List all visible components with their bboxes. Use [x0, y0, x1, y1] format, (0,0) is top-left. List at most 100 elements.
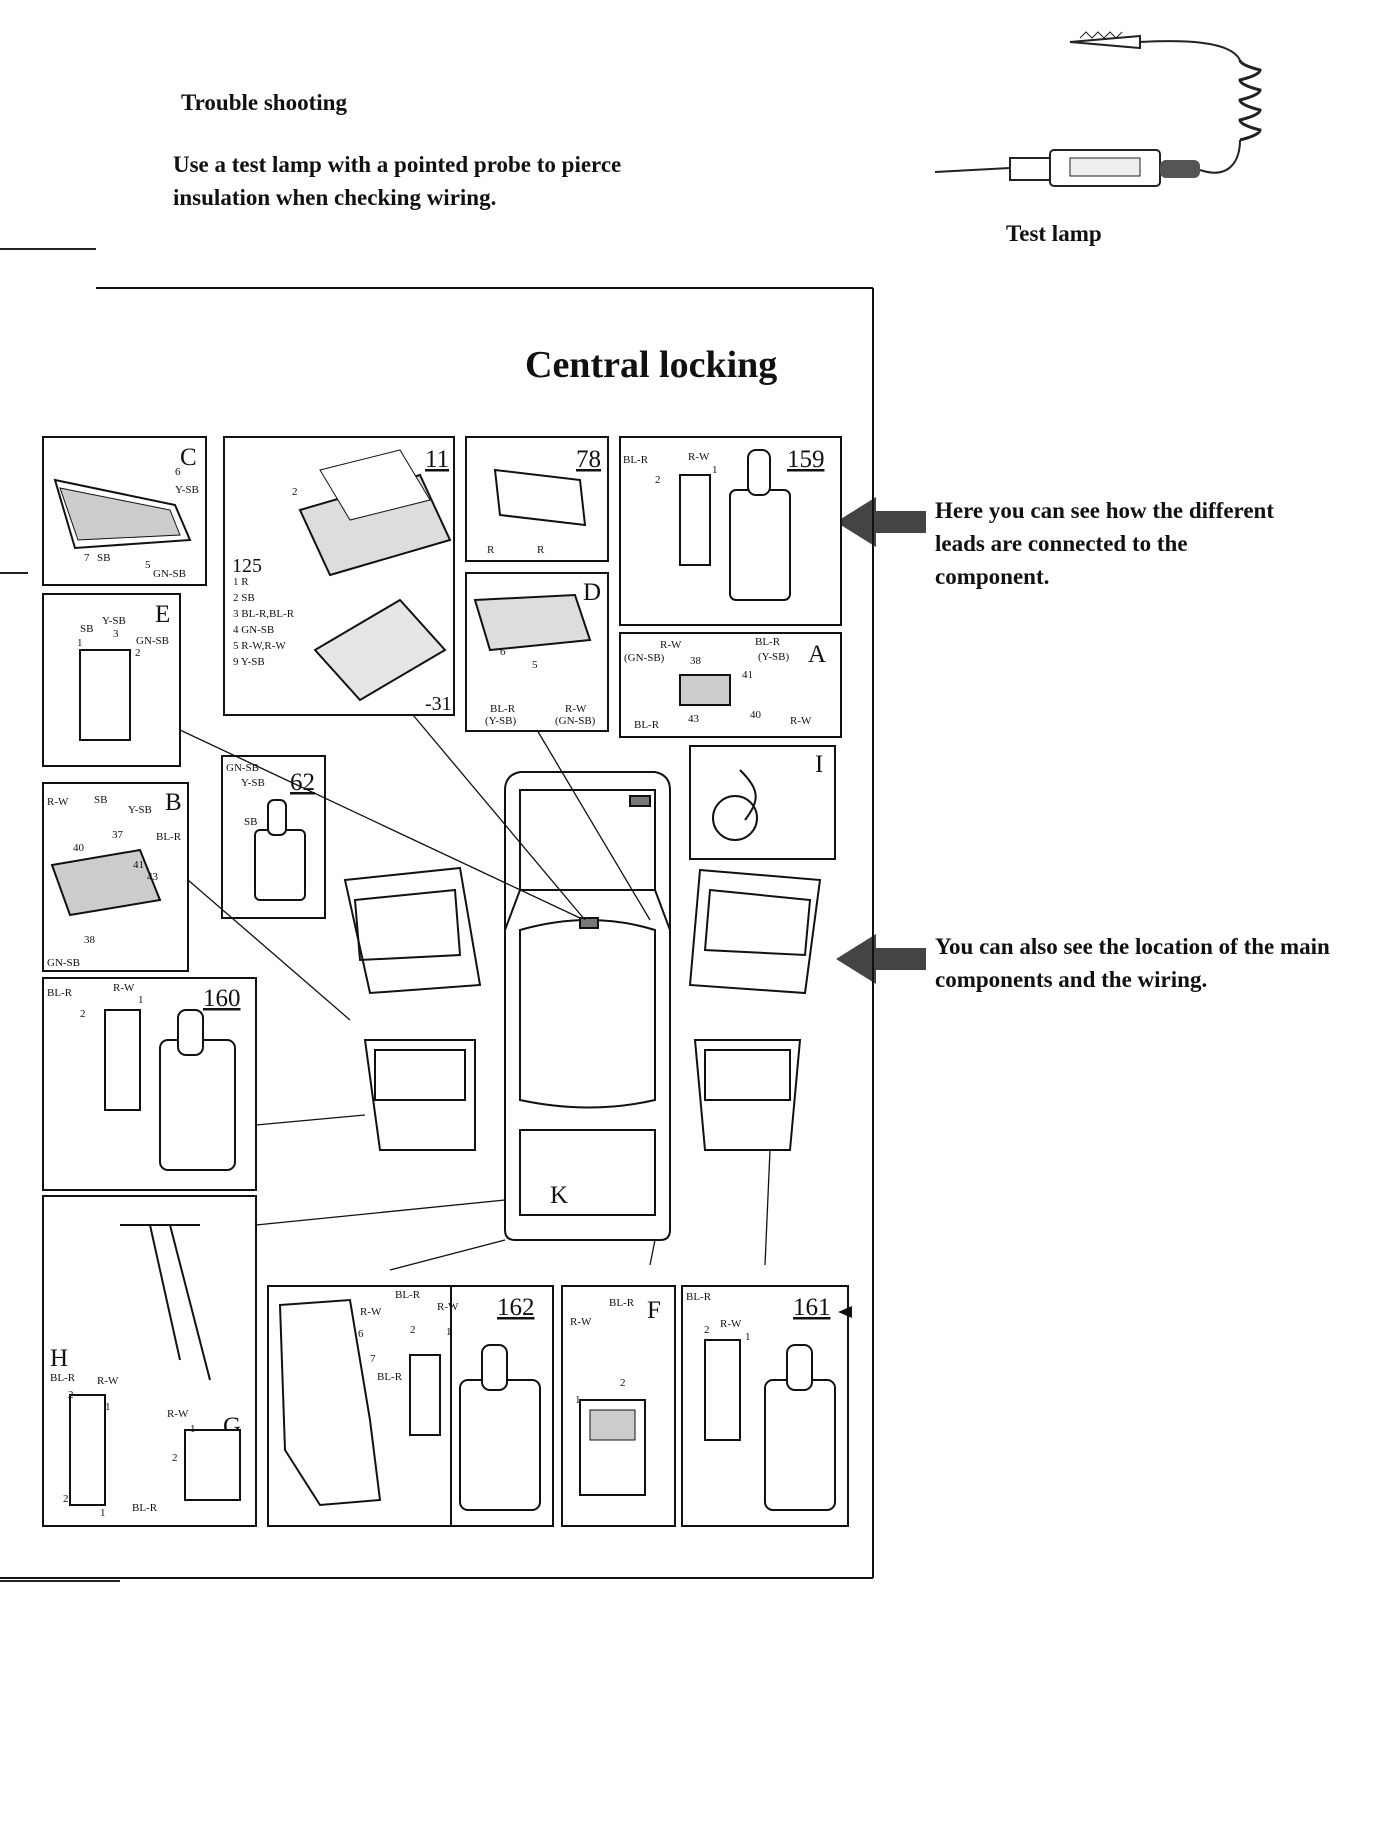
arrow-icon: [836, 934, 926, 984]
wire-label: 6: [175, 466, 181, 478]
panel-160-label: 160: [203, 985, 241, 1012]
panel-11-label: 11: [425, 446, 449, 473]
connector-h-g-panel: H BL-R R-W 2 1 2 1 G R-W 1 2 BL-R: [42, 1195, 257, 1527]
margin-rule: [0, 248, 96, 250]
wire-label: 2: [655, 474, 661, 486]
wire-label: BL-R: [490, 703, 516, 715]
wire-label: 38: [690, 655, 702, 667]
wire-label: 1: [446, 1326, 452, 1338]
test-lamp-caption: Test lamp: [1006, 221, 1102, 246]
connector-f-panel: F BL-R R-W 1 2: [561, 1285, 676, 1527]
central-locking-diagram: Central locking C 6 Y-SB 7 SB 5 GN-SB 11…: [0, 287, 874, 1579]
wire-label: 4 GN-SB: [233, 624, 274, 636]
wire-label: R-W: [565, 703, 587, 715]
wire-label: GN-SB: [136, 635, 169, 647]
wire-label: 3 BL-R,BL-R: [233, 608, 295, 620]
diagram-title: Central locking: [525, 344, 777, 386]
wire-label: 1: [575, 1394, 581, 1406]
wire-label: BL-R: [156, 831, 182, 843]
wire-label: BL-R: [623, 454, 649, 466]
connector-e-panel: E Y-SB SB 3 1 GN-SB 2: [42, 593, 181, 767]
connection-note: Here you can see how the different leads…: [935, 498, 1274, 589]
wire-label: 1: [100, 1507, 106, 1519]
wire-label: 41: [133, 859, 144, 871]
wire-label: R-W: [97, 1375, 119, 1387]
wire-label: R-W: [720, 1318, 742, 1330]
panel-78-label: 78: [576, 446, 601, 473]
wire-label: R-W: [47, 796, 69, 808]
wire-label: 2: [704, 1324, 710, 1336]
panel-162-frame: [267, 1285, 554, 1527]
wire-label: (Y-SB): [485, 715, 517, 727]
connector-c-panel: C 6 Y-SB 7 SB 5 GN-SB: [42, 436, 207, 586]
panel-e-label: E: [155, 601, 170, 628]
wire-label: 3: [113, 628, 119, 640]
trouble-shooting-heading: Trouble shooting: [181, 90, 347, 115]
wire-label: 6: [358, 1328, 364, 1340]
wire-label: 5: [145, 559, 151, 571]
wire-label: 1: [745, 1331, 751, 1343]
wire-label: 6: [500, 646, 506, 658]
connector-a-panel: A R-W (GN-SB) 38 BL-R (Y-SB) 41 BL-R 43 …: [619, 632, 842, 738]
wire-label: 38: [84, 934, 96, 946]
wire-label: 2: [80, 1008, 86, 1020]
wire-label: BL-R: [132, 1502, 158, 1514]
wire-label: 5 R-W,R-W: [233, 640, 286, 652]
wire-label: 2: [172, 1452, 178, 1464]
wire-label: (GN-SB): [555, 715, 596, 727]
wire-label: 37: [112, 829, 124, 841]
wire-label: 9 Y-SB: [233, 656, 265, 668]
wire-label: 43: [688, 713, 700, 725]
wire-label: 5: [532, 659, 538, 671]
wire-label: BL-R: [50, 1372, 76, 1384]
wire-label: GN-SB: [153, 568, 186, 580]
panel-b-label: B: [165, 789, 182, 816]
wire-label: 125: [232, 555, 262, 577]
panel-162-label: 162: [497, 1294, 535, 1321]
wire-label: (GN-SB): [624, 652, 665, 664]
wire-label: 1: [190, 1423, 196, 1435]
wire-label: 2 SB: [233, 592, 255, 604]
arrow-icon: [836, 497, 926, 547]
wire-label: 43: [147, 871, 159, 883]
wire-label: 40: [73, 842, 85, 854]
wire-label: 2: [135, 647, 141, 659]
lock-motor-162-body: [459, 1344, 541, 1511]
wire-label: R-W: [790, 715, 812, 727]
wire-label: BL-R: [395, 1289, 421, 1301]
wire-label: SB: [97, 552, 110, 564]
rear-left-door: [363, 1039, 476, 1151]
wire-label: Y-SB: [175, 484, 199, 496]
wire-label: BL-R: [609, 1297, 635, 1309]
lock-motor-162-panel: 162 BL-R R-W R-W 6 2 1 7 BL-R: [267, 1285, 535, 1527]
wire-label: BL-R: [755, 636, 781, 648]
margin-rule: [0, 572, 28, 574]
panel-d-label: D: [583, 579, 601, 606]
panel-c-label: C: [180, 444, 197, 471]
wire-label: Y-SB: [241, 777, 265, 789]
wire-label: SB: [244, 816, 257, 828]
fuse-box-11-panel: 11 2 125 1 R 2 SB 3 BL-R,BL-R 4 GN-SB 5 …: [223, 436, 455, 716]
wire-label: BL-R: [686, 1291, 712, 1303]
wire-label: R-W: [167, 1408, 189, 1420]
connector-d-panel: D 6 5 BL-R (Y-SB) R-W (GN-SB): [465, 572, 609, 732]
car-outline: [504, 771, 671, 1241]
wire-label: BL-R: [634, 719, 660, 731]
lock-motor-161-panel: 161 BL-R R-W 2 1: [681, 1285, 852, 1527]
wire-label: R-W: [360, 1306, 382, 1318]
panel-h-label: H: [50, 1345, 68, 1372]
wire-label: 2: [68, 1389, 74, 1401]
connector-b-panel: B R-W SB Y-SB BL-R 40 37 41 43 38 GN-SB: [42, 782, 189, 972]
wire-label: R-W: [437, 1301, 459, 1313]
wire-label: 7: [84, 552, 90, 564]
wire-label: R-W: [688, 451, 710, 463]
leader-lines: [179, 714, 771, 1271]
wire-label: (Y-SB): [758, 651, 790, 663]
panel-a-label: A: [808, 641, 826, 668]
margin-rule: [0, 1580, 120, 1582]
front-left-door: [343, 866, 482, 995]
wire-label: BL-R: [377, 1371, 403, 1383]
wire-label: GN-SB: [226, 762, 259, 774]
wire-label: 2: [620, 1377, 626, 1389]
wire-label: 1: [712, 464, 718, 476]
